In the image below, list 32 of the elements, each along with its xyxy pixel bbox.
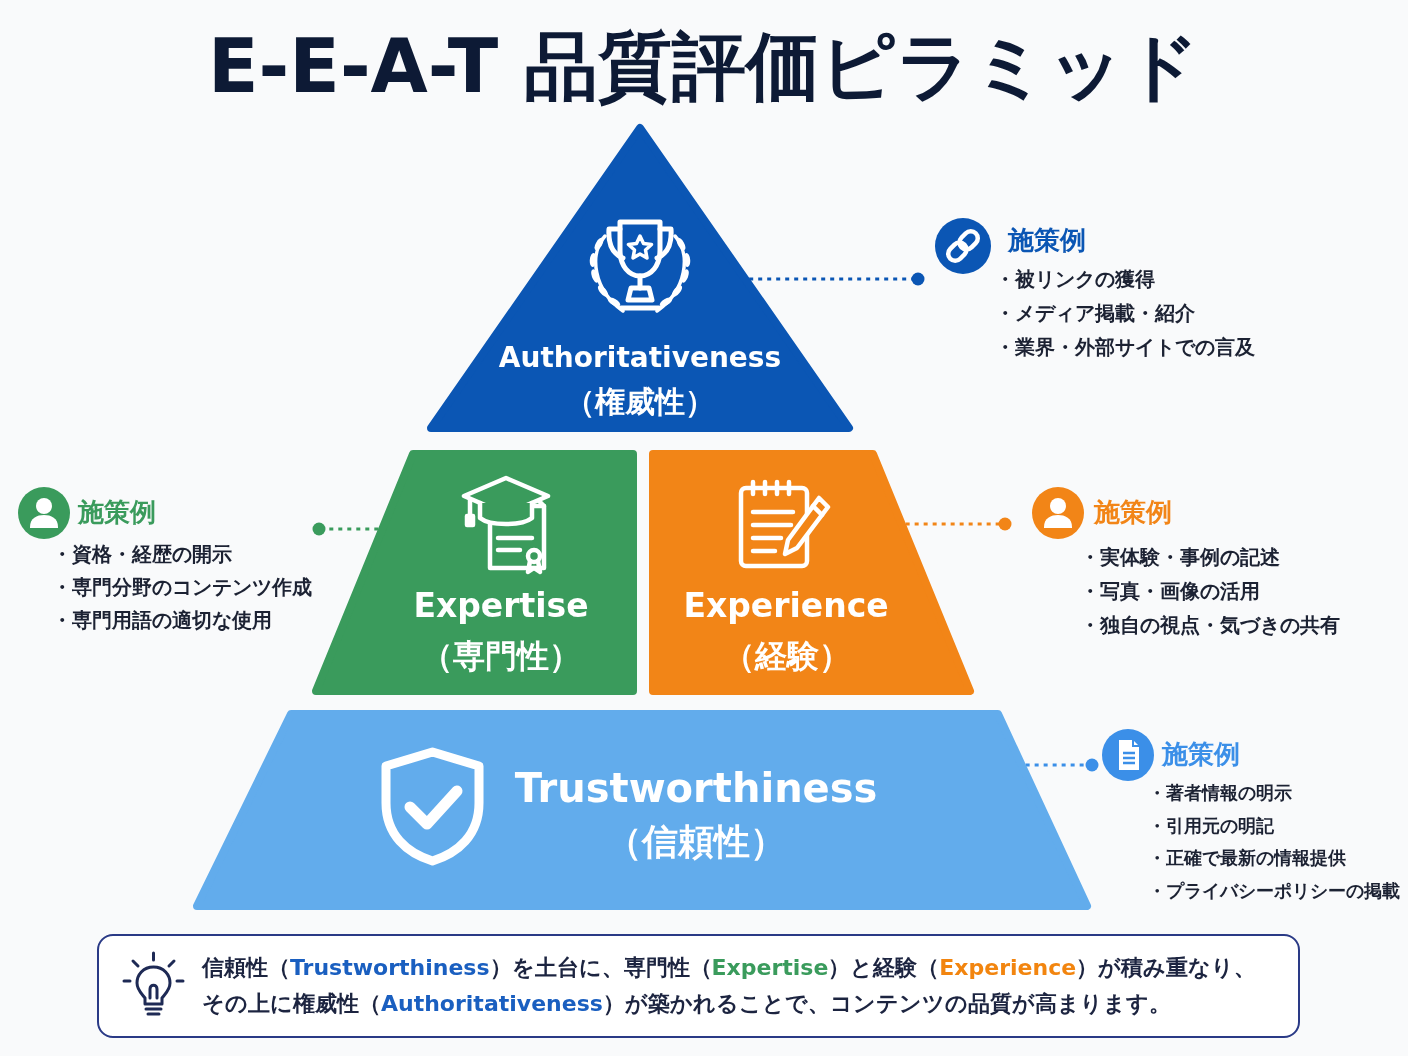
callout-heading: 施策例 bbox=[78, 496, 156, 529]
tier-subtitle: （専門性） bbox=[421, 636, 581, 676]
tier-subtitle: （信頼性） bbox=[606, 820, 786, 864]
tier-title: Trustworthiness bbox=[514, 764, 878, 812]
list-item: ・プライバシーポリシーの掲載 bbox=[1148, 879, 1400, 902]
list-item: ・被リンクの獲得 bbox=[995, 267, 1155, 292]
leader-line bbox=[905, 517, 1012, 531]
summary-text: 信頼性（Trustworthiness）を土台に、専門性（Expertise）と経験（Experience）が積み重なり、その上に権威性（Authoritativeness）が築かれることで、コンテンツの品質が高まります。 bbox=[202, 954, 1258, 1018]
callout-heading: 施策例 bbox=[1094, 496, 1172, 529]
list-item: ・著者情報の明示 bbox=[1148, 782, 1292, 805]
list-item: ・実体験・事例の記述 bbox=[1080, 545, 1280, 570]
summary-panel bbox=[97, 934, 1300, 1038]
tier-subtitle: （経験） bbox=[723, 636, 851, 676]
list-item: ・専門用語の適切な使用 bbox=[52, 608, 272, 633]
callout-heading: 施策例 bbox=[1162, 738, 1240, 771]
list-item: ・独自の視点・気づきの共有 bbox=[1080, 613, 1340, 638]
list-item: ・正確で最新の情報提供 bbox=[1148, 847, 1346, 870]
callout-heading: 施策例 bbox=[1008, 224, 1086, 257]
list-item: ・メディア掲載・紹介 bbox=[995, 301, 1195, 326]
title: E-E-A-T 品質評価ピラミッド bbox=[208, 24, 1200, 110]
list-item: ・写真・画像の活用 bbox=[1080, 579, 1260, 604]
list-item: ・業界・外部サイトでの言及 bbox=[995, 335, 1255, 360]
tier-title: Authoritativeness bbox=[498, 341, 782, 375]
list-item: ・資格・経歴の開示 bbox=[52, 542, 232, 567]
tier-title: Expertise bbox=[413, 586, 589, 626]
list-item: ・引用元の明記 bbox=[1148, 814, 1274, 837]
leader-line bbox=[312, 522, 379, 536]
tier-subtitle: （権威性） bbox=[565, 384, 715, 420]
tier-title: Experience bbox=[683, 586, 889, 626]
leader-line bbox=[1025, 758, 1099, 772]
list-item: ・専門分野のコンテンツ作成 bbox=[52, 575, 312, 600]
leader-line bbox=[749, 272, 925, 286]
